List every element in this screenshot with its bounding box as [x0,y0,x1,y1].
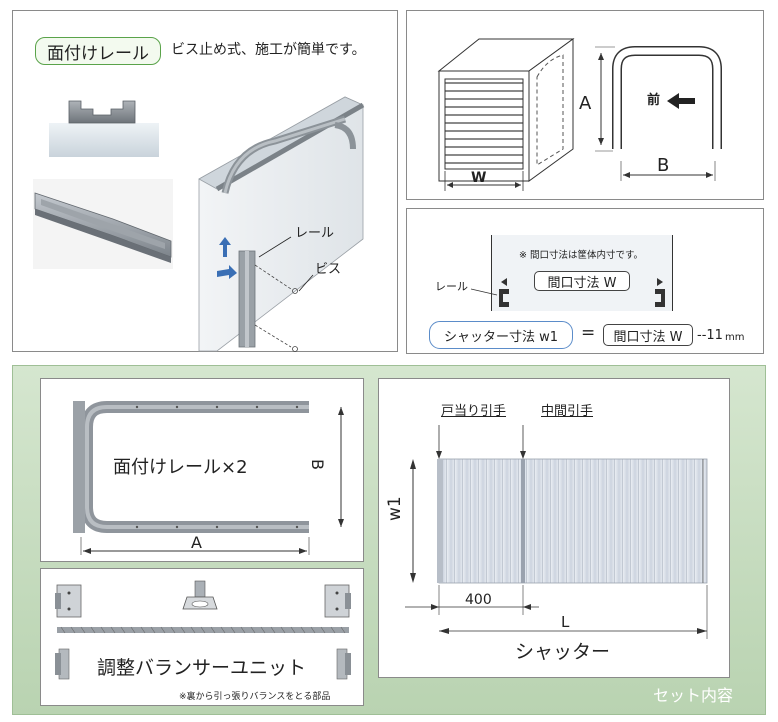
balancer-unit-title: 調整バランサーユニット [97,657,307,679]
balancer-unit-panel: 調整バランサーユニット ※裏から引っ張りバランスをとる部品 [40,568,364,706]
rails-set-label-b: B [308,459,327,470]
rails-set-title: 面付けレール×2 [113,457,248,478]
rail-perspective-image [33,179,173,269]
shutter-title: シャッター [515,641,611,663]
rail-side-label: レール [435,280,468,293]
rail-installation-image [198,96,365,352]
dimension-panel: W A B 前 [406,10,764,200]
cabinet-drawing [437,38,575,191]
width-label-w: W [471,170,487,186]
opening-width-label-box: 間口寸法 W [534,271,630,291]
formula-unit: mm [725,332,745,343]
surface-rail-badge-text: 面付けレール [47,43,149,64]
pull-offset-label-400: 400 [465,592,492,608]
dimension-label-b: B [657,155,670,176]
door-pull-label: 戸当り引手 [441,404,507,419]
formula-minus-value: --11 [697,328,723,343]
u-rail-set-drawing [73,401,344,555]
opening-width-label-text: 間口寸法 W [547,275,617,291]
shutter-size-badge: シャッター寸法 w1 [429,321,573,349]
inner-dimension-note: ※ 間口寸法は筐体内寸です。 [519,250,644,261]
shutter-drawing [405,425,708,639]
balancer-unit-note: ※裏から引っ張りバランスをとる部品 [179,692,331,702]
formula-minus-number: -11 [701,328,723,343]
formula-opening-box: 間口寸法 W [603,324,693,346]
screw-callout-label: ビス [315,262,342,277]
set-contents-caption: セット内容 [653,686,734,705]
rails-set-label-a: A [191,533,202,552]
front-label: 前 [647,93,661,108]
balancer-unit-drawing [55,580,351,680]
shutter-length-label-l: L [561,613,570,631]
rail-callout-label: レール [295,226,335,241]
shutter-size-panel: ※ 間口寸法は筐体内寸です。 間口寸法 W レール シャッター寸法 w1 = 間… [406,208,764,354]
formula-equals: = [581,323,596,343]
rail-side-leader [470,288,498,296]
shutter-size-badge-text: シャッター寸法 w1 [443,329,559,345]
dimension-label-a: A [579,93,592,114]
middle-pull-label: 中間引手 [541,404,594,419]
rail-cross-section-image [49,100,159,157]
rail-section-marks [499,289,665,307]
rail-feature-subtitle: ビス止め式、施工が簡単です。 [171,42,366,58]
formula-opening-text: 間口寸法 W [613,329,683,345]
shutter-height-label-w1: w1 [385,496,405,521]
surface-rail-badge: 面付けレール [35,37,161,65]
shutter-panel: 戸当り引手 中間引手 w1 400 L シャッター [378,378,730,678]
rail-feature-panel: 面付けレール ビス止め式、施工が簡単です。 [12,10,398,352]
opening-width-arrows [501,278,663,286]
rails-set-panel: 面付けレール×2 A B [40,378,364,562]
u-rail-dimension-drawing [595,46,722,181]
